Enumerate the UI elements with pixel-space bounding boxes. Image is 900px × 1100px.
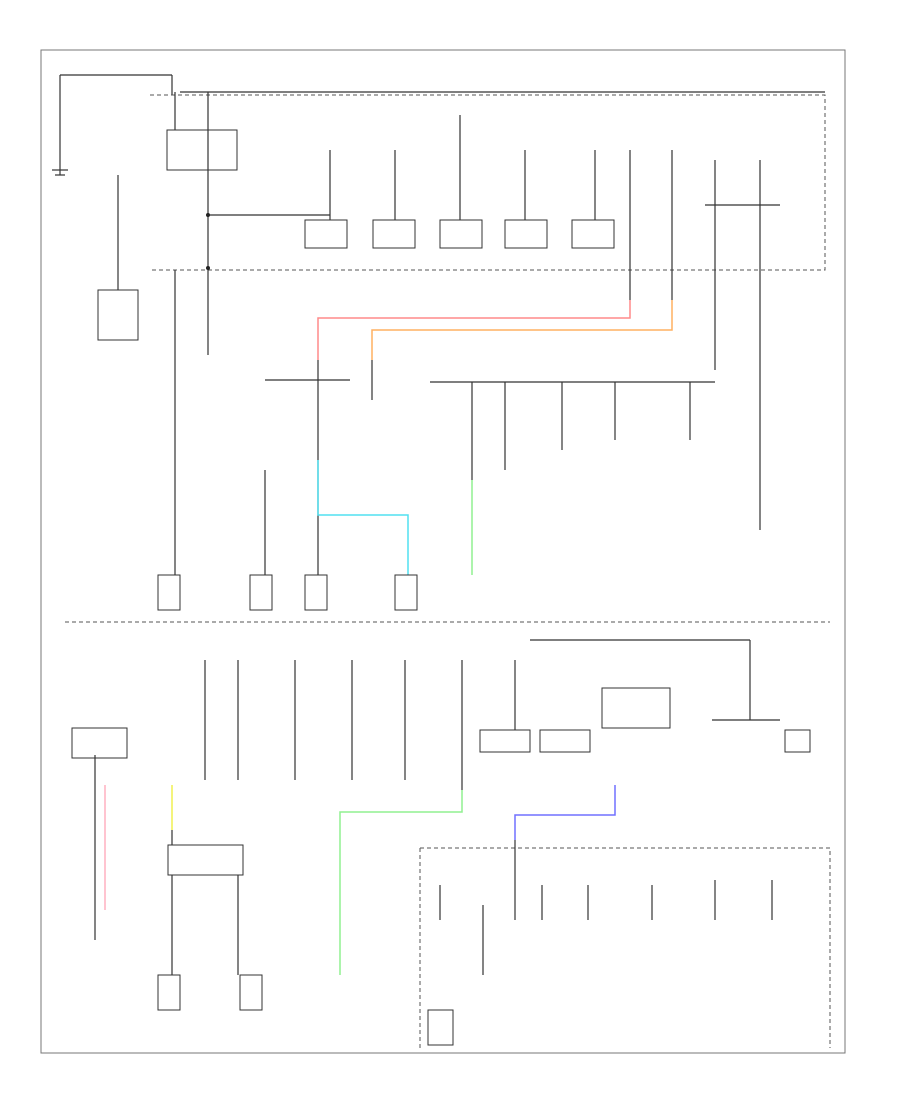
fuse-row-middle <box>471 370 761 530</box>
inner-fuse-row <box>439 880 773 975</box>
lower-relay-c <box>601 687 671 729</box>
underhood-fuse-box-outline <box>150 94 826 271</box>
lower-fuse-box <box>71 639 831 1048</box>
upper-output-components <box>157 574 418 611</box>
mid-relay <box>167 844 244 876</box>
main-relay <box>166 129 238 171</box>
wire-green-lower <box>339 790 463 975</box>
wire-red-upper <box>317 300 631 360</box>
wire-cyan <box>317 460 409 580</box>
lower-output-components <box>157 974 454 1046</box>
wire-orange-upper <box>371 300 673 360</box>
wire-blue <box>514 785 616 840</box>
inner-fuse-box-outline <box>419 847 831 1048</box>
fuse-row-lower <box>204 660 516 790</box>
lower-relay-b <box>539 729 591 753</box>
fuse-row-upper <box>329 115 780 370</box>
lower-relay-d <box>784 729 811 753</box>
diagram-border <box>40 49 846 1054</box>
battery <box>52 74 173 176</box>
upper-relay-units <box>304 219 615 249</box>
lower-relay-a <box>479 729 531 753</box>
left-relay <box>71 727 128 759</box>
upper-fuse-box <box>52 74 826 611</box>
starter <box>97 175 139 341</box>
